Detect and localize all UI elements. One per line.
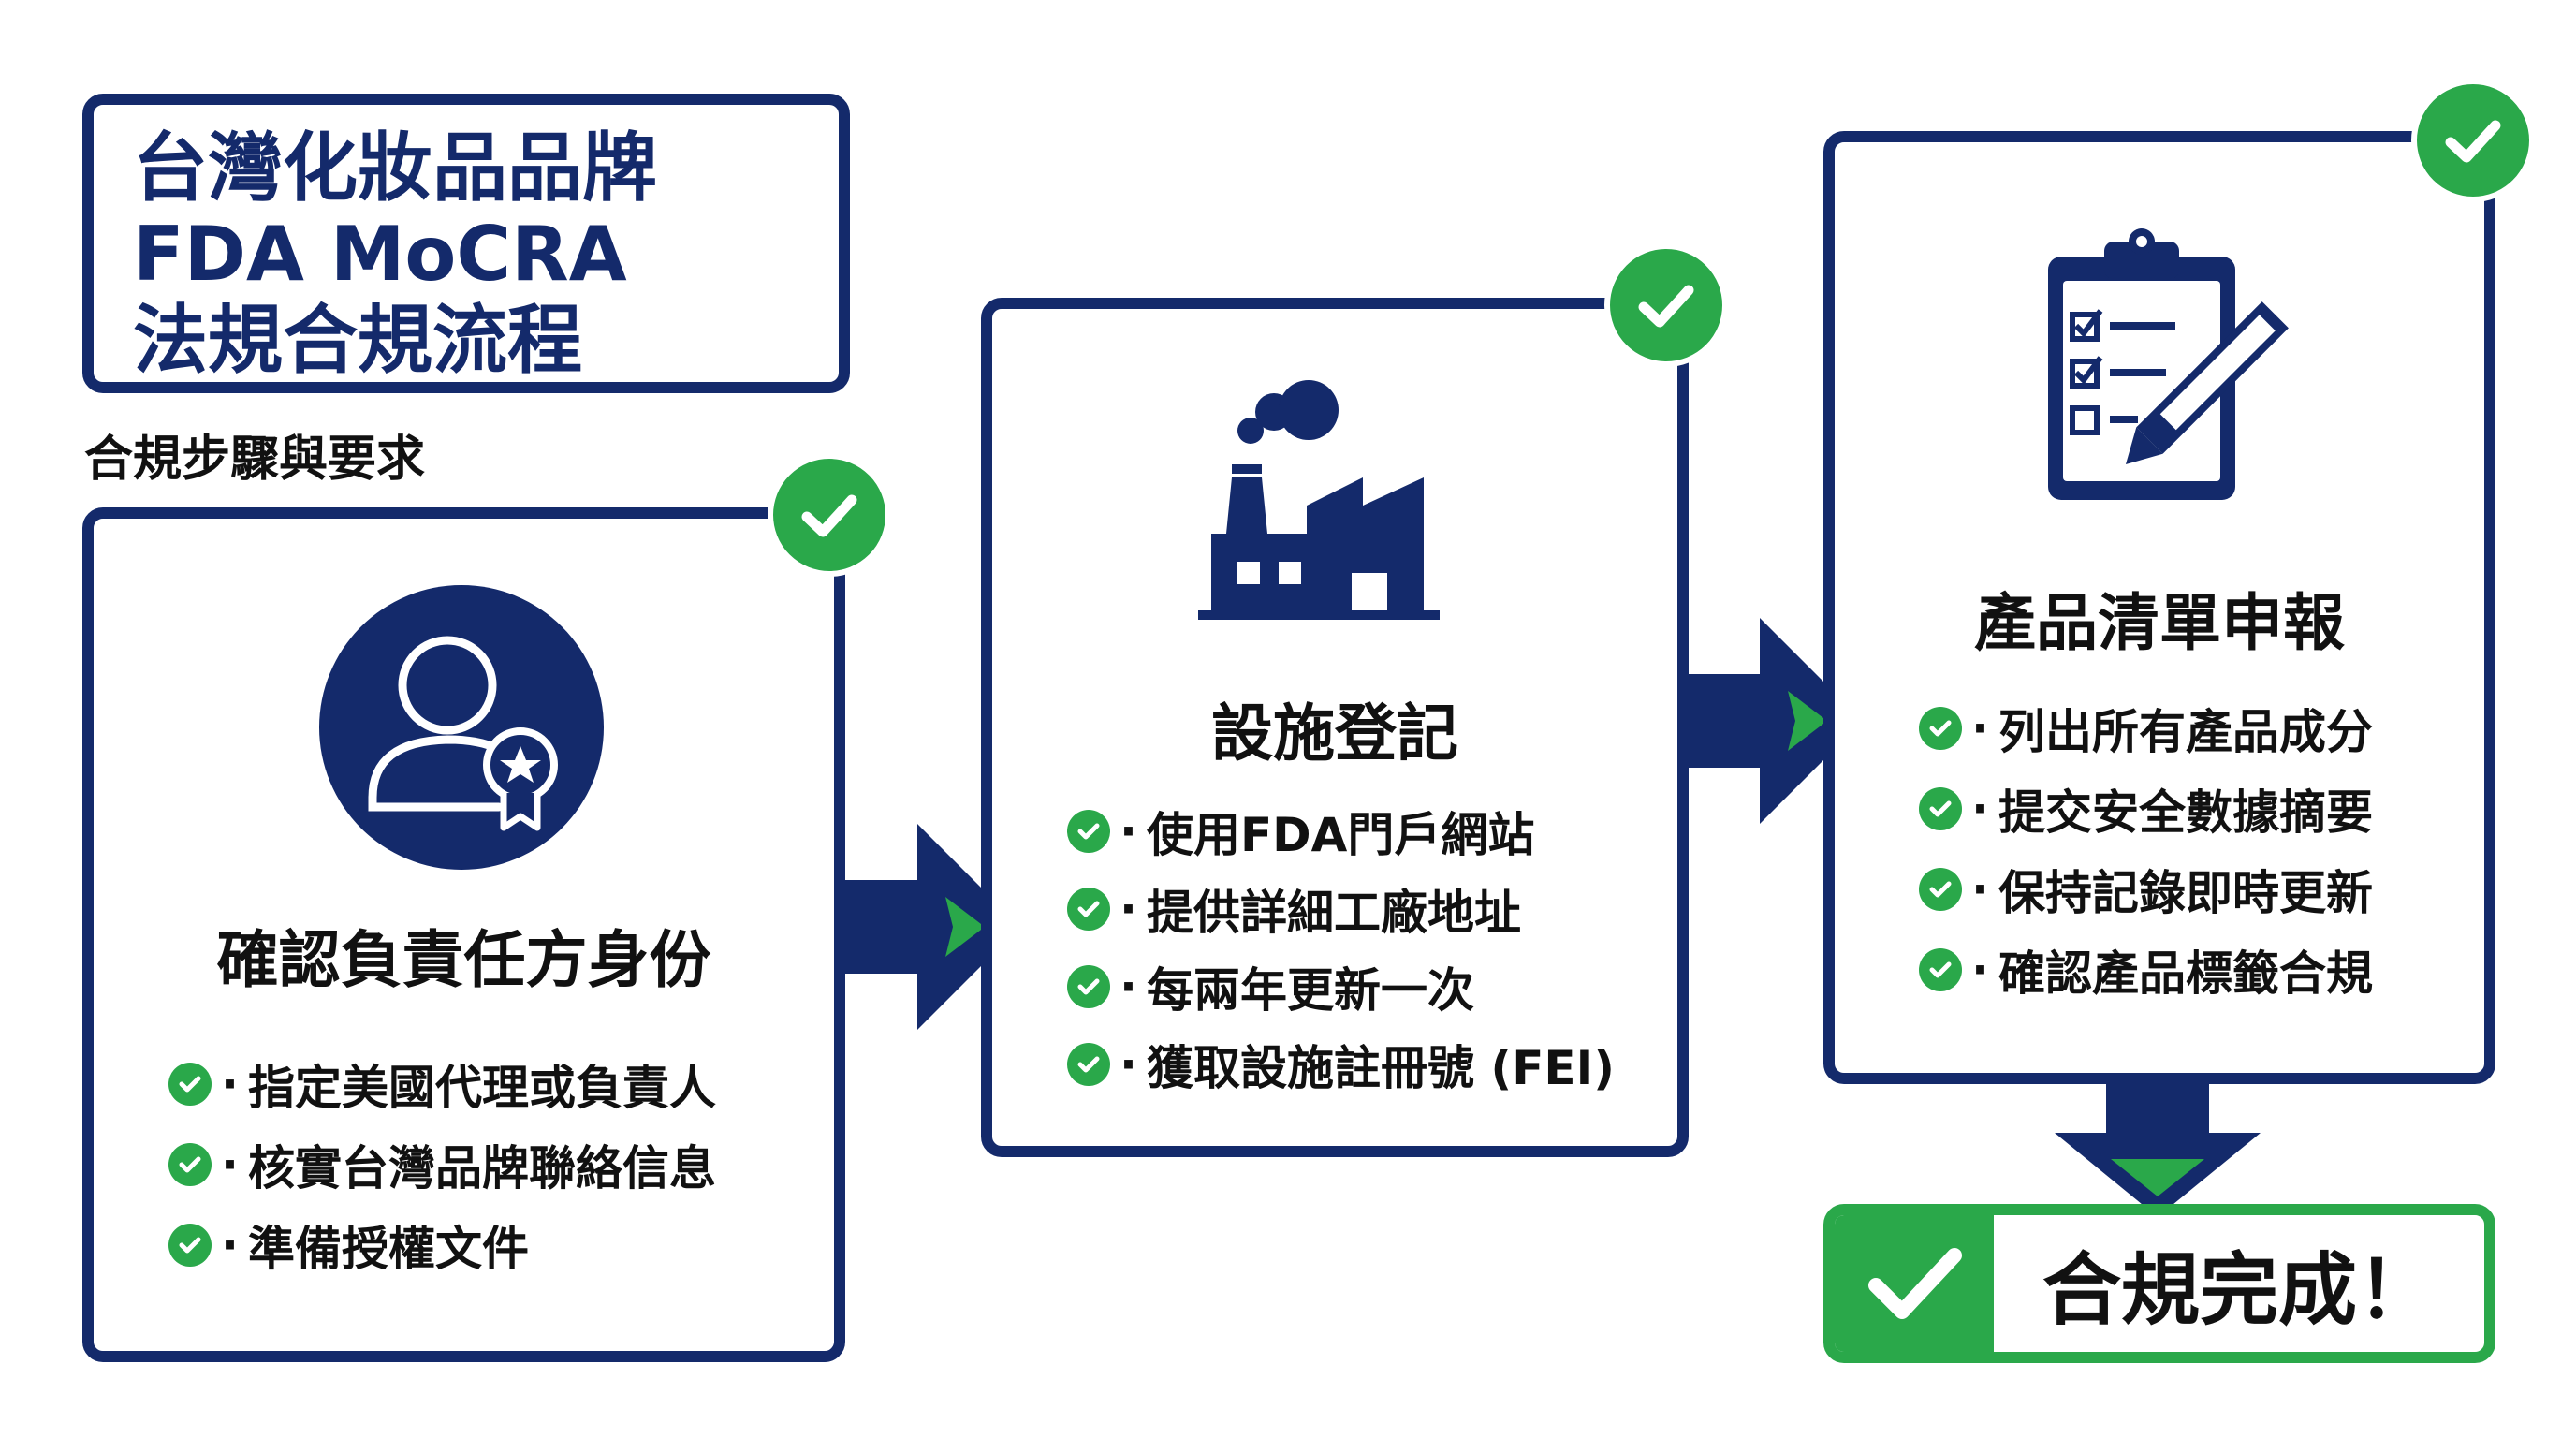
check-icon (1919, 707, 1962, 750)
step-3-title: 產品清單申報 (1974, 587, 2345, 659)
item-label: 每兩年更新一次 (1147, 963, 1474, 1018)
step-2-item: · 提供詳細工廠地址 (1067, 875, 1521, 943)
bullet: · (221, 1057, 239, 1111)
step-card-product-listing: 產品清單申報 · 列出所有產品成分 · 提交安全數據摘要 · 保持記錄即時更新 … (1823, 131, 2496, 1084)
check-icon (1067, 1043, 1110, 1086)
item-label: 獲取設施註冊號 (FEI) (1147, 1041, 1616, 1095)
check-icon (1919, 868, 1962, 911)
bullet: · (1120, 1037, 1137, 1092)
item-label: 使用FDA門戶網站 (1147, 808, 1535, 862)
item-label: 提供詳細工廠地址 (1147, 886, 1521, 940)
bullet: · (1120, 960, 1137, 1014)
step-1-item: · 指定美國代理或負責人 (168, 1050, 716, 1118)
final-label: 合規完成！ (2042, 1243, 2436, 1336)
step-card-facility-registration: 設施登記 · 使用FDA門戶網站 · 提供詳細工廠地址 · 每兩年更新一次 · … (981, 298, 1689, 1157)
step-1-item: · 核實台灣品牌聯絡信息 (168, 1131, 716, 1198)
item-label: 指定美國代理或負責人 (248, 1061, 716, 1115)
arrow-step1-to-step2 (842, 824, 1020, 1030)
title-line-3: 法規合規流程 (133, 297, 582, 384)
bullet: · (1971, 701, 1989, 756)
factory-icon (1198, 380, 1440, 620)
title-box: 台灣化妝品品牌 FDA MoCRA 法規合規流程 (82, 94, 850, 393)
bullet: · (221, 1218, 239, 1272)
bullet: · (1971, 943, 1989, 997)
step-2-item: · 獲取設施註冊號 (FEI) (1067, 1031, 1615, 1098)
completed-badge-icon (768, 453, 891, 577)
bullet: · (1120, 882, 1137, 936)
check-icon (168, 1063, 212, 1106)
clipboard-checklist-icon (2048, 228, 2289, 500)
step-3-item: · 提交安全數據摘要 (1919, 775, 2373, 843)
check-icon (1067, 810, 1110, 853)
arrow-step3-to-final (2055, 1077, 2261, 1217)
section-subtitle: 合規步驟與要求 (84, 432, 426, 488)
item-label: 列出所有產品成分 (1998, 705, 2373, 759)
compliance-complete-banner: 合規完成！ (1823, 1204, 2496, 1363)
check-icon (1067, 965, 1110, 1008)
completed-badge-icon (2411, 79, 2535, 202)
step-2-item: · 使用FDA門戶網站 (1067, 798, 1534, 865)
check-icon (1919, 948, 1962, 991)
check-icon (168, 1224, 212, 1267)
person-award-icon (319, 585, 604, 870)
title-line-2: FDA MoCRA (133, 211, 627, 298)
step-2-title: 設施登記 (1211, 697, 1458, 770)
completed-badge-icon (1604, 243, 1728, 367)
bullet: · (1120, 804, 1137, 858)
arrow-step2-to-step3 (1685, 618, 1863, 824)
bullet: · (1971, 862, 1989, 917)
step-card-responsible-party: 確認負責任方身份 · 指定美國代理或負責人 · 核實台灣品牌聯絡信息 · 準備授… (82, 507, 845, 1362)
item-label: 核實台灣品牌聯絡信息 (248, 1141, 716, 1196)
item-label: 確認產品標籤合規 (1998, 946, 2373, 1001)
item-label: 提交安全數據摘要 (1998, 785, 2373, 840)
check-icon (1919, 787, 1962, 830)
title-line-1: 台灣化妝品品牌 (133, 125, 657, 212)
step-1-item: · 準備授權文件 (168, 1211, 529, 1279)
check-icon (168, 1143, 212, 1186)
item-label: 保持記錄即時更新 (1998, 866, 2373, 920)
step-3-item: · 確認產品標籤合規 (1919, 936, 2373, 1004)
step-2-item: · 每兩年更新一次 (1067, 953, 1474, 1020)
final-check-icon (1835, 1215, 1994, 1352)
step-3-item: · 列出所有產品成分 (1919, 695, 2373, 762)
bullet: · (1971, 782, 1989, 836)
step-1-title: 確認負責任方身份 (216, 924, 711, 996)
step-3-item: · 保持記錄即時更新 (1919, 856, 2373, 923)
item-label: 準備授權文件 (248, 1222, 529, 1276)
bullet: · (221, 1137, 239, 1192)
check-icon (1067, 888, 1110, 931)
